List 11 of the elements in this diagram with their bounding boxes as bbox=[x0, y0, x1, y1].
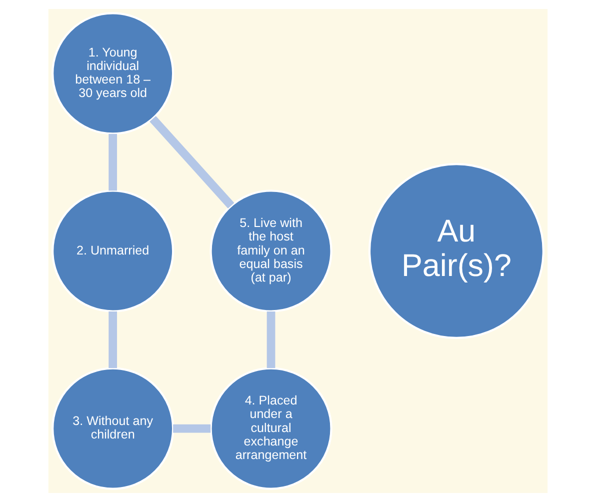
node-circle: 1. Young individual between 18 – 30 years old bbox=[51, 12, 174, 134]
node-circle: 5. Live with the host family on an equal basis (at par) bbox=[209, 189, 332, 312]
connector bbox=[266, 310, 275, 368]
node-circle: 4. Placed under a cultural exchange arrangement bbox=[209, 366, 332, 490]
node-circle: 2. Unmarried bbox=[51, 189, 174, 312]
connector bbox=[108, 133, 117, 190]
connector bbox=[108, 310, 117, 368]
connector bbox=[149, 115, 234, 208]
node-circle: 3. Without any children bbox=[51, 366, 174, 490]
node-circle: Au Pair(s)? bbox=[368, 162, 544, 338]
connector bbox=[172, 424, 210, 432]
